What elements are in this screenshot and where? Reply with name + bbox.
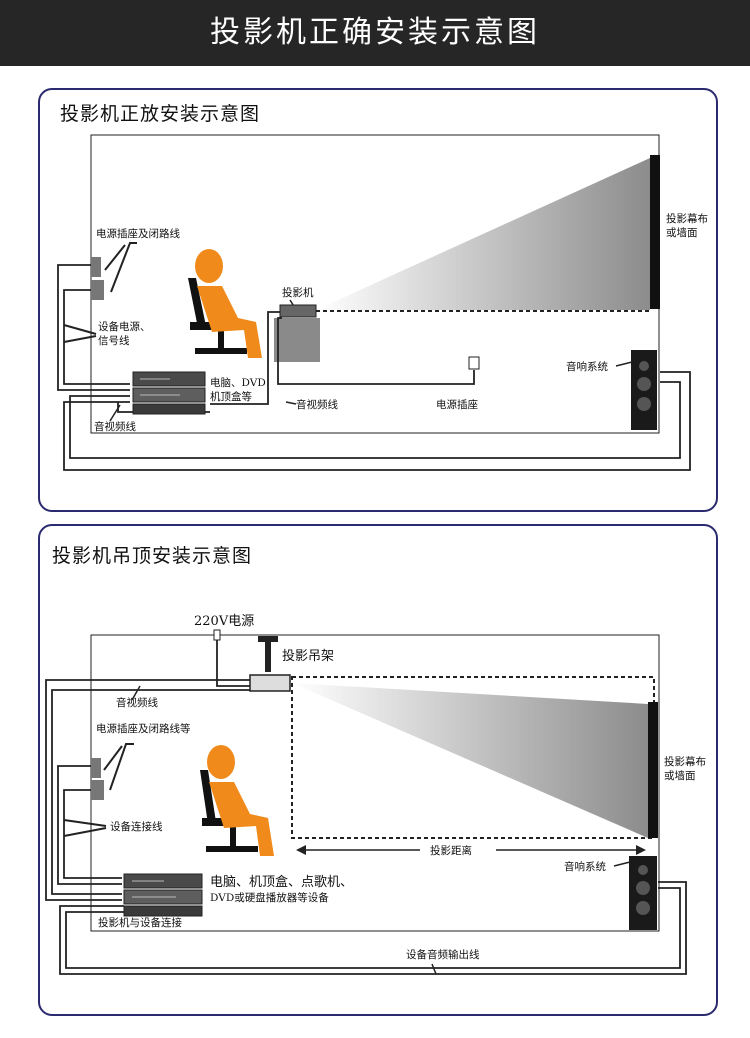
pointer-line [615, 361, 633, 367]
projector-stand [274, 318, 320, 362]
arrow-head-right [636, 845, 646, 855]
pointer-line [63, 819, 107, 827]
projector-device-connection-label: 投影机与设备连接 [98, 916, 182, 929]
screen-label-1: 投影幕布 [666, 212, 708, 225]
screen-label-2: 或墙面 [664, 769, 696, 782]
wall-socket-icon [91, 257, 101, 277]
ceiling-mount-icon [258, 636, 278, 642]
projector-icon [279, 304, 317, 318]
av-cable-label: 音视频线 [116, 696, 158, 709]
power-plug-icon [213, 629, 221, 641]
wall-socket-icon [91, 780, 104, 800]
audio-system-label: 音响系统 [566, 360, 608, 373]
cable [216, 640, 250, 687]
power-socket-cctv-label: 电源插座及闭路线 [96, 227, 180, 240]
cable [63, 289, 130, 385]
device-power-label-2: 信号线 [98, 334, 130, 347]
power-socket-label: 电源插座 [436, 398, 478, 411]
pointer-line [285, 401, 297, 405]
av-device-stack-icon [123, 873, 203, 917]
page-title: 投影机正确安装示意图 [210, 15, 540, 50]
cable [210, 311, 280, 405]
av-cable-mid-label: 音视频线 [296, 398, 338, 411]
pointer-line [63, 827, 107, 837]
wall-socket-icon [91, 758, 101, 778]
cable [65, 887, 681, 969]
projection-distance-label: 投影距离 [430, 844, 472, 857]
projection-beam [316, 158, 650, 310]
power-socket-icon [468, 356, 480, 370]
ceiling-mount-label: 投影吊架 [282, 648, 334, 664]
pointer-line [110, 242, 137, 293]
cable [45, 679, 250, 901]
pointer-line [431, 963, 437, 975]
screen-label-1: 投影幕布 [664, 755, 706, 768]
projector-label: 投影机 [282, 286, 314, 299]
av-cable-left-label: 音视频线 [94, 420, 136, 433]
projector-icon [249, 674, 291, 692]
panel2-diagram: 220V电源 投影吊架 投影幕布 或墙面 投影距离 音视频线 电源插座及闭路线等 [45, 614, 706, 975]
cable [57, 765, 122, 885]
projection-screen [650, 155, 660, 309]
cable [63, 371, 691, 471]
panel1-title: 投影机正放安装示意图 [60, 103, 261, 125]
cable [277, 317, 475, 385]
projection-beam [292, 683, 648, 838]
pointer-line [131, 685, 141, 701]
pointer-line [109, 404, 121, 422]
av-device-stack-icon [132, 371, 206, 415]
audio-system-label: 音响系统 [564, 860, 606, 873]
pointer-line [613, 861, 631, 867]
device-connection-label: 设备连接线 [110, 820, 163, 833]
pointer-line [63, 324, 97, 335]
seated-person-icon [188, 249, 262, 358]
audio-output-cable-label: 设备音频输出线 [406, 948, 480, 961]
pointer-line [104, 244, 126, 271]
devices-label-1: 电脑、机顶盒、点歌机、 [210, 874, 353, 890]
ceiling-mount-pole [265, 642, 271, 672]
cable [57, 264, 130, 391]
panel2-title: 投影机吊顶安装示意图 [52, 545, 253, 567]
cable [51, 689, 250, 895]
power-220v-label: 220V电源 [194, 614, 254, 629]
wall-socket-icon [91, 280, 104, 300]
cable [59, 881, 687, 975]
pointer-line [63, 335, 97, 343]
power-socket-cctv-label: 电源插座及闭路线等 [96, 722, 191, 735]
computer-label-1: 电脑、DVD [210, 376, 266, 389]
cable [63, 789, 122, 879]
pointer-line [103, 745, 123, 771]
computer-label-2: 机顶盒等 [210, 390, 252, 403]
devices-label-2: DVD或硬盘播放器等设备 [210, 891, 329, 904]
cable [69, 381, 681, 459]
speaker-icon [629, 856, 657, 930]
panel1-diagram: 投影幕布 或墙面 电源插座及闭路线 设备电源、 信号线 音视频线 [57, 134, 708, 471]
device-power-label-1: 设备电源、 [98, 320, 151, 333]
projection-screen [648, 702, 658, 838]
pointer-line [109, 743, 134, 791]
header-banner [0, 0, 750, 66]
seated-person-icon [200, 745, 274, 856]
speaker-icon [631, 350, 657, 430]
arrow-head-left [296, 845, 306, 855]
screen-label-2: 或墙面 [666, 226, 698, 239]
